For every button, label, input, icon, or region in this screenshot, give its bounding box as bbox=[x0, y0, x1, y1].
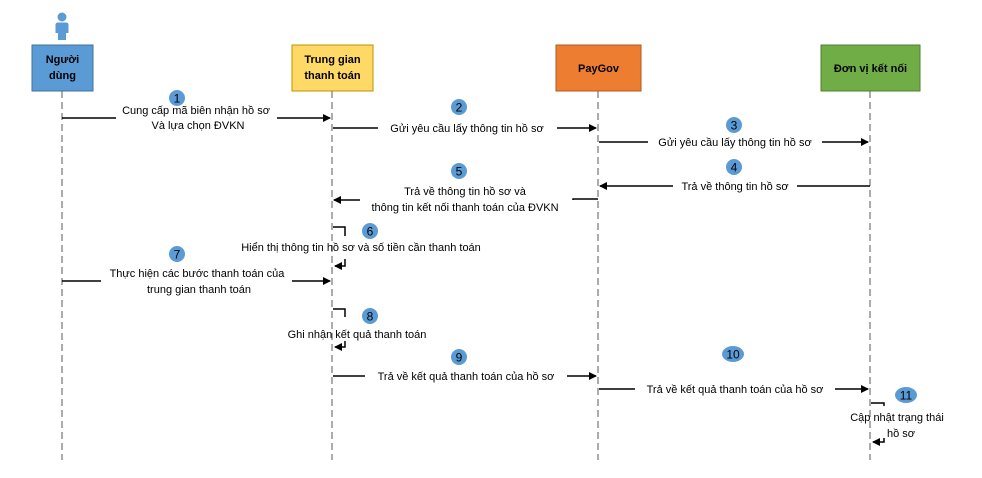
lifelines bbox=[61, 91, 871, 460]
person-icon bbox=[55, 12, 69, 40]
step-badge-5 bbox=[451, 163, 467, 179]
message-11: 11 Cập nhật trạng thái hồ sơ bbox=[850, 387, 944, 446]
message-4-label: Trả về thông tin hồ sơ bbox=[681, 181, 788, 193]
step-number-6: 6 bbox=[367, 225, 374, 239]
message-11-line1: Cập nhật trạng thái bbox=[850, 412, 944, 424]
step-badge-2 bbox=[451, 99, 467, 115]
message-10-label: Trả về kết quả thanh toán của hồ sơ bbox=[647, 384, 824, 396]
message-5: 5 Trả về thông tin hồ sơ và thông tin kế… bbox=[333, 163, 598, 214]
message-9: 9 Trả về kết quả thanh toán của hồ sơ bbox=[333, 349, 597, 383]
message-3: 3 Gửi yêu cầu lấy thông tin hồ sơ bbox=[599, 117, 869, 149]
step-number-7: 7 bbox=[174, 248, 181, 262]
message-6: 6 Hiển thị thông tin hồ sơ và số tiền cầ… bbox=[241, 223, 481, 270]
message-1-line1: Cung cấp mã biên nhận hồ sơ bbox=[122, 105, 270, 117]
step-badge-7 bbox=[169, 246, 185, 262]
step-badge-3 bbox=[726, 117, 742, 133]
participant-user: Người dùng bbox=[31, 44, 94, 92]
message-1-line2: Và lựa chọn ĐVKN bbox=[152, 120, 245, 132]
message-10: 10 Trả về kết quả thanh toán của hồ sơ bbox=[599, 346, 869, 396]
message-2: 2 Gửi yêu cầu lấy thông tin hồ sơ bbox=[333, 99, 597, 135]
step-badge-11 bbox=[895, 387, 917, 403]
step-number-8: 8 bbox=[367, 310, 374, 324]
message-11-line2: hồ sơ bbox=[887, 428, 915, 440]
step-badge-6 bbox=[362, 223, 378, 239]
step-badge-8 bbox=[362, 308, 378, 324]
participant-user-line1: Người bbox=[46, 54, 80, 66]
participant-user-line2: dùng bbox=[49, 70, 76, 82]
message-4: 4 Trả về thông tin hồ sơ bbox=[599, 159, 870, 193]
message-6-label: Hiển thị thông tin hồ sơ và số tiền cần … bbox=[241, 242, 481, 254]
message-7: 7 Thực hiện các bước thanh toán của trun… bbox=[62, 246, 331, 296]
step-number-10: 10 bbox=[726, 348, 740, 362]
participant-paygov-label: PayGov bbox=[578, 63, 620, 75]
step-badge-10 bbox=[722, 346, 744, 362]
participant-broker: Trung gian thanh toán bbox=[291, 44, 374, 92]
step-number-1: 1 bbox=[174, 92, 181, 106]
step-number-4: 4 bbox=[731, 161, 738, 175]
message-8-label: Ghi nhận kết quả thanh toán bbox=[288, 329, 427, 341]
step-badge-1 bbox=[169, 90, 185, 106]
message-8: 8 Ghi nhận kết quả thanh toán bbox=[288, 308, 427, 351]
step-number-9: 9 bbox=[456, 351, 463, 365]
step-number-2: 2 bbox=[456, 101, 463, 115]
message-5-line2: thông tin kết nối thanh toán của ĐVKN bbox=[371, 202, 558, 214]
message-9-label: Trả về kết quả thanh toán của hồ sơ bbox=[378, 371, 555, 383]
step-number-11: 11 bbox=[900, 389, 913, 403]
message-7-line1: Thực hiện các bước thanh toán của bbox=[110, 268, 286, 280]
message-3-label: Gửi yêu cầu lấy thông tin hồ sơ bbox=[658, 137, 811, 149]
message-5-line1: Trả về thông tin hồ sơ và bbox=[404, 186, 527, 198]
step-number-3: 3 bbox=[731, 119, 738, 133]
message-1: 1 Cung cấp mã biên nhận hồ sơ Và lựa chọ… bbox=[62, 90, 331, 132]
participant-partner: Đơn vị kết nối bbox=[820, 44, 921, 92]
message-7-line2: trung gian thanh toán bbox=[147, 284, 251, 296]
step-badge-9 bbox=[451, 349, 467, 365]
step-number-5: 5 bbox=[456, 165, 463, 179]
message-2-label: Gửi yêu cầu lấy thông tin hồ sơ bbox=[390, 123, 543, 135]
participant-partner-label: Đơn vị kết nối bbox=[834, 63, 907, 75]
participant-broker-line1: Trung gian bbox=[304, 54, 361, 66]
step-badge-4 bbox=[726, 159, 742, 175]
participant-broker-line2: thanh toán bbox=[304, 70, 360, 82]
participant-paygov: PayGov bbox=[555, 44, 642, 92]
